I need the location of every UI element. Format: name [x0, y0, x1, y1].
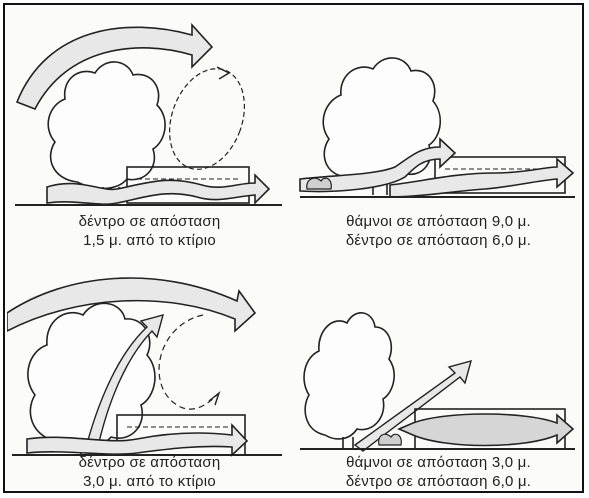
panel-tree-3m: δέντρο σε απόσταση 3,0 μ. από το κτίριο	[7, 255, 292, 491]
panel-4-caption: θάμνοι σε απόσταση 3,0 μ. δέντρο σε απόσ…	[295, 453, 582, 491]
eddy-curve	[159, 315, 217, 409]
caption-line: 1,5 μ. από το κτίριο	[7, 231, 292, 250]
caption-line: δέντρο σε απόσταση	[7, 453, 292, 472]
eddy-circle	[156, 58, 257, 180]
tree-canopy	[323, 58, 440, 183]
caption-line: δέντρο σε απόσταση	[7, 212, 292, 231]
caption-line: θάμνοι σε απόσταση 3,0 μ.	[295, 453, 582, 472]
shrub	[307, 178, 332, 189]
caption-line: δέντρο σε απόσταση 6,0 μ.	[295, 231, 582, 250]
panel-3-caption: δέντρο σε απόσταση 3,0 μ. από το κτίριο	[7, 453, 292, 491]
panel-tree-1-5m: δέντρο σε απόσταση 1,5 μ. από το κτίριο	[7, 7, 292, 252]
diagram-frame: δέντρο σε απόσταση 1,5 μ. από το κτίριο …	[3, 3, 584, 493]
panel-1-caption: δέντρο σε απόσταση 1,5 μ. από το κτίριο	[7, 212, 292, 250]
shrub	[379, 434, 402, 445]
panel-shrubs-3m: θάμνοι σε απόσταση 3,0 μ. δέντρο σε απόσ…	[295, 255, 582, 491]
tree-canopy	[304, 313, 394, 439]
tree-canopy	[48, 62, 165, 188]
caption-line: θάμνοι σε απόσταση 9,0 μ.	[295, 212, 582, 231]
panel-2-caption: θάμνοι σε απόσταση 9,0 μ. δέντρο σε απόσ…	[295, 212, 582, 250]
wind-lens	[399, 414, 573, 446]
panel-shrubs-9m: θάμνοι σε απόσταση 9,0 μ. δέντρο σε απόσ…	[295, 7, 582, 252]
eddy-arrowhead	[209, 393, 219, 405]
caption-line: 3,0 μ. από το κτίριο	[7, 472, 292, 491]
caption-line: δέντρο σε απόσταση 6,0 μ.	[295, 472, 582, 491]
